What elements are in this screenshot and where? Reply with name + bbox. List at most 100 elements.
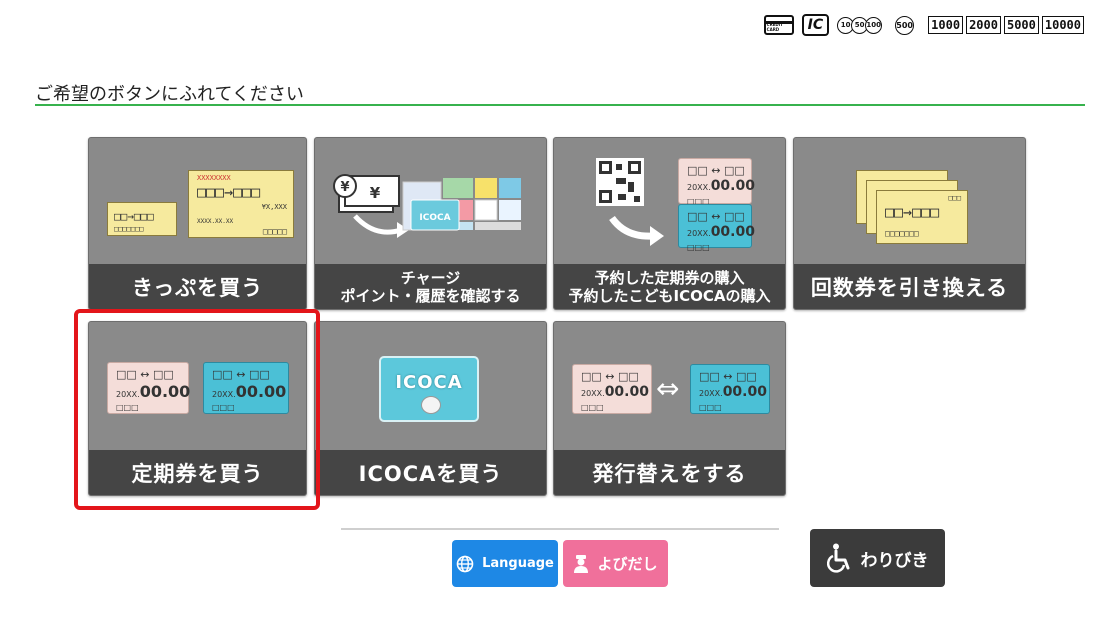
coupon-illustration: □□□ □□→□□□ □□□□□□□ xyxy=(794,138,1025,264)
pass-year: 20XX. xyxy=(116,390,140,399)
commuter-pass-label: 定期券を買う xyxy=(89,450,306,495)
arrow-icon xyxy=(609,215,655,240)
ic-cards-icon: ICOCA xyxy=(402,178,521,231)
note-2000-icon: 2000 xyxy=(966,16,1001,34)
pass-value-row: 20XX.00.00 xyxy=(581,384,649,400)
coin-500-icon: 500 xyxy=(895,15,915,35)
pass-value: 00.00 xyxy=(722,384,767,400)
pass-year: 20XX. xyxy=(687,183,711,192)
wheelchair-icon xyxy=(826,543,849,573)
buy-ticket-label: きっぷを買う xyxy=(89,264,306,309)
pass-code: □□□ xyxy=(581,403,604,412)
platypus-mascot-icon xyxy=(421,396,441,414)
credit-card-icon: CREDIT CARD xyxy=(763,15,794,35)
large-ticket-code: □□□□□ xyxy=(262,227,287,236)
coupon-exchange-button[interactable]: □□□ □□→□□□ □□□□□□□ 回数券を引き換える xyxy=(793,137,1026,310)
payment-methods: CREDIT CARD IC 10 50 100 500 1000 2000 5… xyxy=(763,14,1084,36)
credit-card-label: CREDIT CARD xyxy=(766,22,783,32)
charge-button[interactable]: ¥ ¥ ICOCA xyxy=(314,137,547,310)
commuter-illustration: □□ ↔ □□ 20XX.00.00 □□□ □□ ↔ □□ 20XX.00.0… xyxy=(89,322,306,450)
pass-code: □□□ xyxy=(699,403,722,412)
pass-code: □□□ xyxy=(687,197,710,206)
coupon-ticket-code: □□□□□□□ xyxy=(885,229,919,238)
banknote-icons: 1000 2000 5000 10000 xyxy=(928,16,1084,34)
large-ticket-date: XXXX.XX.XX xyxy=(197,218,234,225)
pass-year: 20XX. xyxy=(212,390,236,399)
pass-value: 00.00 xyxy=(710,224,755,240)
pass-value: 00.00 xyxy=(604,384,649,400)
large-ticket-price: ¥X,XXX xyxy=(261,203,287,211)
reserved-purchase-button[interactable]: □□ ↔ □□ 20XX.00.00 □□□ □□ ↔ □□ 20XX.00.0… xyxy=(553,137,786,310)
reserved-art-svg xyxy=(596,158,664,246)
discount-label: わりびき xyxy=(860,550,929,571)
pass-year: 20XX. xyxy=(699,389,723,398)
reserved-label-line1: 予約した定期券の購入 xyxy=(594,268,745,287)
charge-label-line1: チャージ xyxy=(400,268,461,287)
pass-route: □□ ↔ □□ xyxy=(581,370,639,383)
ticket-illustration: □□→□□□ □□□□□□□ XXXXXXXX □□□→□□□ ¥X,XXX X… xyxy=(89,138,306,264)
charge-card-text: ICOCA xyxy=(419,213,450,223)
coupon-ticket-route: □□→□□□ xyxy=(885,203,940,221)
reserved-illustration: □□ ↔ □□ 20XX.00.00 □□□ □□ ↔ □□ 20XX.00.0… xyxy=(554,138,785,264)
reserved-label: 予約した定期券の購入 予約したこどもICOCAの購入 xyxy=(554,264,785,309)
buy-icoca-button[interactable]: ICOCA ICOCAを買う xyxy=(314,321,547,496)
coupon-label: 回数券を引き換える xyxy=(794,264,1025,309)
charge-art-svg: ¥ ¥ ICOCA xyxy=(333,174,521,238)
language-label: Language xyxy=(482,556,554,571)
pass-value: 00.00 xyxy=(710,178,755,194)
arrow-icon xyxy=(353,214,402,235)
note-10000-icon: 10000 xyxy=(1041,16,1084,34)
commuter-pass-button[interactable]: □□ ↔ □□ 20XX.00.00 □□□ □□ ↔ □□ 20XX.00.0… xyxy=(88,321,307,496)
pass-code: □□□ xyxy=(116,403,139,412)
large-ticket-top: XXXXXXXX xyxy=(197,174,231,182)
reissue-illustration: □□ ↔ □□ 20XX.00.00 □□□ ⇔ □□ ↔ □□ 20XX.00… xyxy=(554,322,785,450)
commuter-pass-blue: □□ ↔ □□ 20XX.00.00 □□□ xyxy=(203,362,289,414)
reserved-pass-pink: □□ ↔ □□ 20XX.00.00 □□□ xyxy=(678,158,755,206)
discount-button[interactable]: わりびき xyxy=(810,529,945,587)
instruction-text: ご希望のボタンにふれてください xyxy=(35,84,304,105)
pass-code: □□□ xyxy=(212,403,235,412)
icoca-card-icon: ICOCA xyxy=(379,356,479,422)
buy-icoca-label: ICOCAを買う xyxy=(315,450,546,495)
staff-icon xyxy=(574,554,589,573)
charge-illustration: ¥ ¥ ICOCA xyxy=(315,138,546,264)
svg-text:¥: ¥ xyxy=(340,180,349,195)
buy-ticket-button[interactable]: □□→□□□ □□□□□□□ XXXXXXXX □□□→□□□ ¥X,XXX X… xyxy=(88,137,307,310)
icoca-card-text: ICOCA xyxy=(395,372,463,393)
call-staff-label: よびだし xyxy=(597,555,658,573)
swap-arrow-icon: ⇔ xyxy=(656,372,680,405)
globe-icon xyxy=(456,555,474,572)
call-staff-button[interactable]: よびだし xyxy=(563,540,668,587)
icoca-illustration: ICOCA xyxy=(315,322,546,450)
pass-value-row: 20XX.00.00 xyxy=(212,382,286,401)
pass-value-row: 20XX.00.00 xyxy=(699,384,767,400)
reissue-pass-pink: □□ ↔ □□ 20XX.00.00 □□□ xyxy=(572,364,652,414)
bottom-divider xyxy=(341,528,779,530)
reissue-pass-blue: □□ ↔ □□ 20XX.00.00 □□□ xyxy=(690,364,770,414)
coin-icons: 10 50 100 xyxy=(837,16,883,34)
pass-value-row: 20XX.00.00 xyxy=(687,224,755,240)
pass-value-row: 20XX.00.00 xyxy=(687,178,755,194)
small-ticket-icon: □□→□□□ □□□□□□□ xyxy=(107,202,177,236)
charge-label-line2: ポイント・履歴を確認する xyxy=(340,286,521,305)
pass-route: □□ ↔ □□ xyxy=(687,164,745,177)
language-button[interactable]: Language xyxy=(452,540,558,587)
coupon-ticket-top: □□□ xyxy=(948,194,961,202)
pass-value: 00.00 xyxy=(235,382,287,401)
reserved-pass-blue: □□ ↔ □□ 20XX.00.00 □□□ xyxy=(678,204,755,252)
charge-label: チャージ ポイント・履歴を確認する xyxy=(315,264,546,309)
reissue-button[interactable]: □□ ↔ □□ 20XX.00.00 □□□ ⇔ □□ ↔ □□ 20XX.00… xyxy=(553,321,786,496)
pass-value: 00.00 xyxy=(139,382,191,401)
note-5000-icon: 5000 xyxy=(1003,16,1039,34)
pass-value-row: 20XX.00.00 xyxy=(116,382,190,401)
instruction-underline xyxy=(35,104,1085,106)
reserved-label-line2: 予約したこどもICOCAの購入 xyxy=(568,286,771,305)
pass-year: 20XX. xyxy=(581,389,605,398)
pass-route: □□ ↔ □□ xyxy=(212,368,270,381)
reissue-label: 発行替えをする xyxy=(554,450,785,495)
large-ticket-icon: XXXXXXXX □□□→□□□ ¥X,XXX XXXX.XX.XX □□□□□ xyxy=(188,170,294,238)
pass-route: □□ ↔ □□ xyxy=(687,210,745,223)
note-1000-icon: 1000 xyxy=(928,16,964,34)
small-ticket-route: □□→□□□ xyxy=(114,210,154,223)
